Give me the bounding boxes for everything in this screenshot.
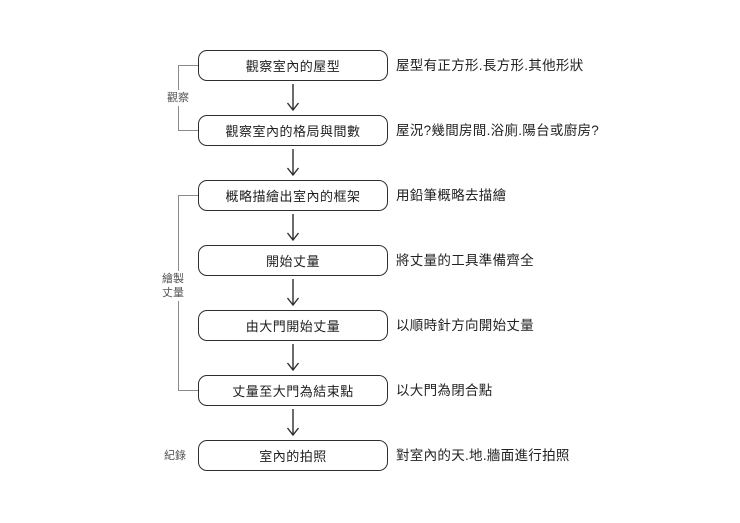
group-label-record: 紀錄 xyxy=(160,448,190,464)
flow-step-note: 屋況?幾間房間.浴廁.陽台或廚房? xyxy=(396,123,600,138)
flow-step-label: 觀察室內的屋型 xyxy=(245,59,341,74)
flow-step-label: 開始丈量 xyxy=(265,254,320,269)
flow-step-box: 開始丈量 xyxy=(198,245,388,276)
flow-step-label: 室內的拍照 xyxy=(259,449,327,464)
flow-step-label: 丈量至大門為結束點 xyxy=(232,384,354,399)
flow-step-box: 觀察室內的格局與間數 xyxy=(198,115,388,146)
group-label-measure-text: 丈量 xyxy=(162,287,184,299)
flow-step-note: 對室內的天.地.牆面進行拍照 xyxy=(396,448,570,463)
arrow-down-icon xyxy=(286,279,300,307)
group-label-observe-text: 觀察 xyxy=(167,92,189,104)
arrow-down-icon xyxy=(286,409,300,437)
flow-step-box: 觀察室內的屋型 xyxy=(198,50,388,81)
flow-step-label: 觀察室內的格局與間數 xyxy=(225,124,361,139)
group-label-observe: 觀察 xyxy=(164,90,192,106)
arrow-down-icon xyxy=(286,344,300,372)
flow-step-note: 屋型有正方形.長方形.其他形狀 xyxy=(396,58,584,73)
group-label-draw-measure: 繪製 丈量 xyxy=(158,271,188,301)
flow-step-note: 將丈量的工具準備齊全 xyxy=(396,253,534,268)
group-label-record-text: 紀錄 xyxy=(164,450,186,462)
flow-step-label: 由大門開始丈量 xyxy=(245,319,341,334)
flow-step-box: 由大門開始丈量 xyxy=(198,310,388,341)
group-label-draw-text: 繪製 xyxy=(162,273,184,285)
flow-step-box: 丈量至大門為結束點 xyxy=(198,375,388,406)
flow-step-note: 以大門為閉合點 xyxy=(396,383,493,398)
flow-step-box: 室內的拍照 xyxy=(198,440,388,471)
flow-step-note: 以順時針方向開始丈量 xyxy=(396,318,534,333)
arrow-down-icon xyxy=(286,84,300,112)
flow-step-label: 概略描繪出室內的框架 xyxy=(225,189,361,204)
arrow-down-icon xyxy=(286,214,300,242)
arrow-down-icon xyxy=(286,149,300,177)
flow-step-note: 用鉛筆概略去描繪 xyxy=(396,188,507,203)
flow-step-box: 概略描繪出室內的框架 xyxy=(198,180,388,211)
